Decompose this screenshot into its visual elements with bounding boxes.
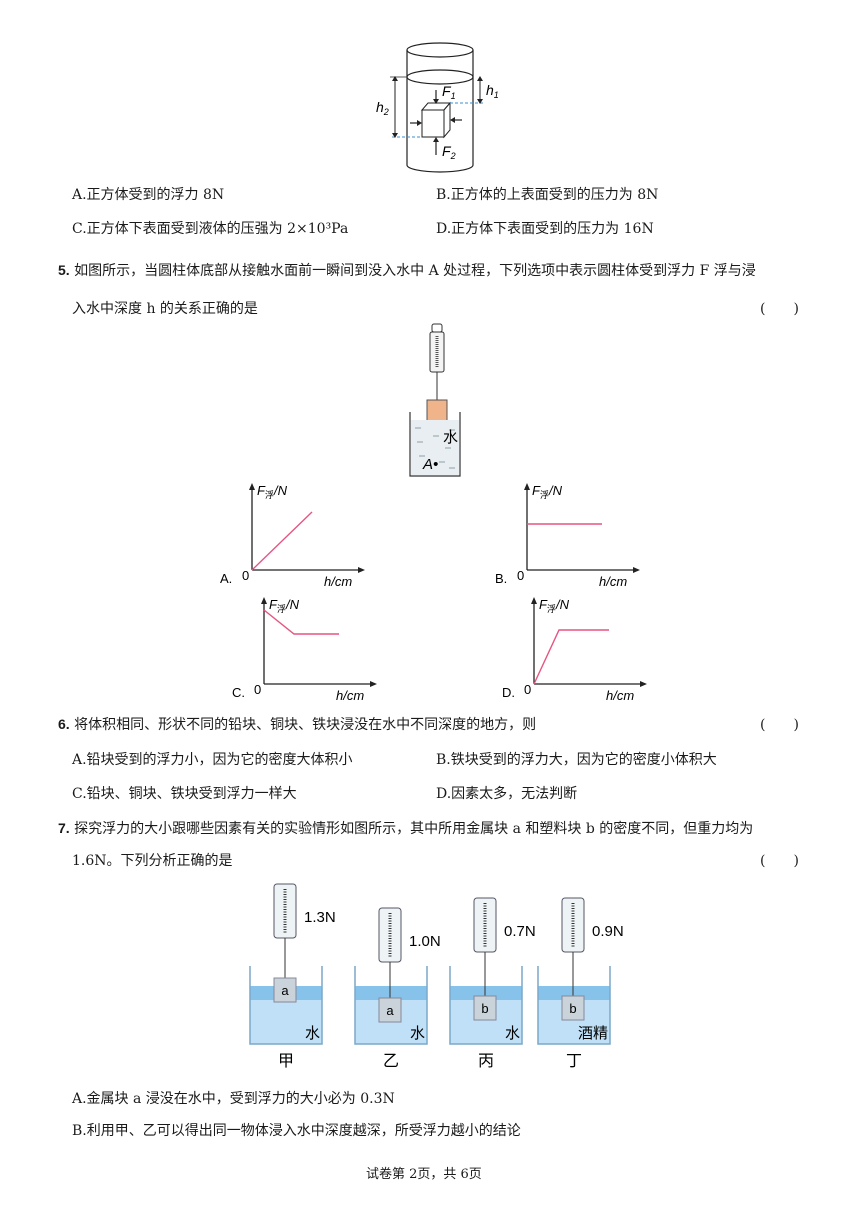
block-label: b [569,1001,576,1016]
y-axis-label: F浮/N [269,597,300,614]
q5-stem-line2: 入水中深度 h 的关系正确的是 [72,301,258,317]
q5-stem-line1: 5. 如图所示，当圆柱体底部从接触水面前一瞬间到没入水中 A 处过程，下列选项中… [58,262,756,279]
svg-text:F1: F1 [442,83,456,101]
beaker-setup-1: a 1.3N 水甲 [249,883,336,1070]
q6-number: 6. [58,716,70,732]
block-b [561,995,585,1021]
q6-option-b: B.铁块受到的浮力大，因为它的密度小体积大 [436,752,717,768]
x-axis-arrow [358,567,365,573]
graph-line [263,609,339,635]
origin-label: 0 [517,568,524,583]
f1-label: F [442,83,452,99]
q6-option-c: C.铅块、铜块、铁块受到浮力一样大 [72,786,297,802]
y-axis-arrow [531,597,537,604]
x-axis-arrow [640,681,647,687]
svg-text:F2: F2 [442,143,456,161]
h2-label: h [376,99,384,115]
x-axis-arrow [370,681,377,687]
graph-line [251,511,313,571]
q5-number: 5. [58,262,70,278]
y-axis-label: F浮/N [539,597,570,614]
scale-reading: 1.3N [304,909,336,926]
origin-label: 0 [254,682,261,697]
block-label: b [481,1001,488,1016]
scale-reading: 0.9N [592,923,624,940]
liquid-label: 水 [505,1025,520,1042]
q7-answer-paren: ( ) [760,853,799,869]
liquid-label: 酒精 [578,1025,608,1042]
beaker-setup-2: a 1.0N 水乙 [354,907,441,1070]
q5-apparatus-figure: 水 A• [409,323,461,477]
q7-stem-line2: 1.6N。下列分析正确的是 [72,853,233,869]
x-axis-arrow [633,567,640,573]
y-axis-arrow [249,483,255,490]
liquid-label: 水 [410,1025,425,1042]
q5-graph-c: C. 0 F浮/N h/cm [232,597,377,703]
liquid-label: 水 [305,1025,320,1042]
block-label: a [281,983,289,998]
q6-option-d: D.因素太多，无法判断 [436,786,578,802]
q7-stem-line1: 7. 探究浮力的大小跟哪些因素有关的实验情形如图所示，其中所用金属块 a 和塑料… [58,820,754,837]
block-a [378,997,402,1023]
q4-option-b: B.正方体的上表面受到的压力为 8N [436,187,659,203]
x-axis-label: h/cm [606,688,634,703]
q5-answer-paren: ( ) [760,301,799,317]
option-label: B. [495,571,507,586]
h1-label: h [486,82,494,98]
block-label: a [386,1003,394,1018]
q7-number: 7. [58,820,70,836]
option-label: C. [232,685,245,700]
q7-option-b: B.利用甲、乙可以得出同一物体浸入水中深度越深，所受浮力越小的结论 [72,1123,521,1139]
f2-label: F [442,143,452,159]
x-axis-label: h/cm [599,574,627,589]
svg-text:h1: h1 [486,82,499,100]
q4-option-d: D.正方体下表面受到的压力为 16N [436,221,654,237]
setup-name: 乙 [383,1053,399,1070]
q5-graph-a: A. 0 F浮/N h/cm [220,483,365,589]
y-axis-label: F浮/N [532,483,563,500]
setup-name: 甲 [278,1053,294,1070]
origin-label: 0 [524,682,531,697]
svg-text:h2: h2 [376,99,389,117]
beaker [354,966,428,1045]
y-axis-label: F浮/N [257,483,288,500]
liquid-surface [450,986,522,1000]
q5-point-a-label: A• [422,456,438,473]
liquid-surface [538,986,610,1000]
q7-option-a: A.金属块 a 浸没在水中，受到浮力的大小必为 0.3N [72,1091,395,1107]
q6-answer-paren: ( ) [760,717,799,733]
option-label: D. [502,685,515,700]
q5-graph-d: D. 0 F浮/N h/cm [502,597,647,703]
beaker [537,966,611,1045]
scale-reading: 1.0N [409,933,441,950]
q4-option-c: C.正方体下表面受到液体的压强为 2×10³Pa [72,221,349,237]
beaker [249,966,323,1045]
x-axis-label: h/cm [324,574,352,589]
x-axis-label: h/cm [336,688,364,703]
block-a [273,977,297,1003]
scale-reading: 0.7N [504,923,536,940]
q6-option-a: A.铅块受到的浮力小，因为它的密度大体积小 [72,752,353,768]
beaker [449,966,523,1045]
beaker-setup-4: b 0.9N 酒精丁 [537,897,624,1070]
graph-line [533,629,609,685]
q5-water-label: 水 [443,429,458,446]
page-footer: 试卷第 2页，共 6页 [366,1167,482,1182]
q5-graph-b: B. 0 F浮/N h/cm [495,483,640,589]
beaker-setup-3: b 0.7N 水丙 [449,897,536,1070]
q6-stem: 6. 将体积相同、形状不同的铅块、铜块、铁块浸没在水中不同深度的地方，则 [58,716,537,733]
q4-cylinder-figure: h1 h2 F1 F2 [376,42,499,173]
block-b [473,995,497,1021]
liquid-surface [355,986,427,1000]
y-axis-arrow [261,597,267,604]
setup-name: 丙 [478,1053,494,1070]
q4-option-a: A.正方体受到的浮力 8N [72,187,225,203]
setup-name: 丁 [566,1053,582,1070]
option-label: A. [220,571,232,586]
y-axis-arrow [524,483,530,490]
origin-label: 0 [242,568,249,583]
